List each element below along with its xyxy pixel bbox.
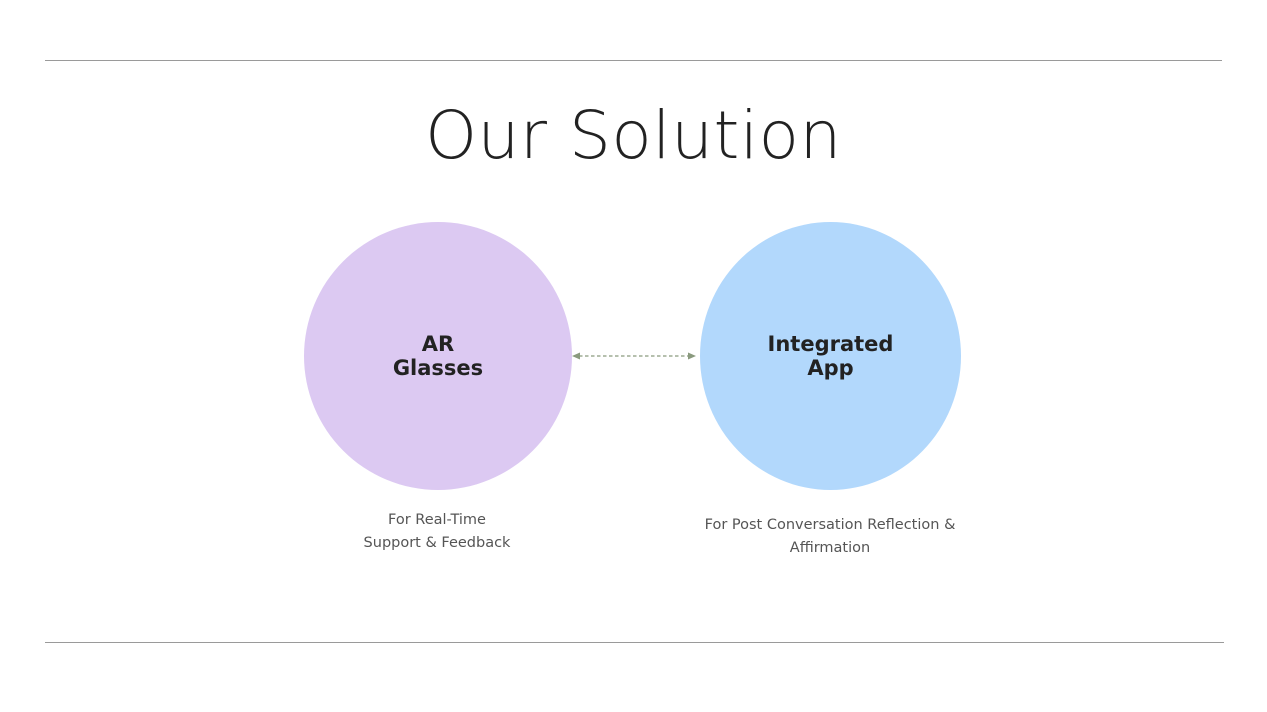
- ar-glasses-label-line-2: Glasses: [392, 356, 484, 380]
- integrated-app-caption-line-1: For Post Conversation Reflection &: [704, 517, 956, 533]
- ar-glasses-circle: AR Glasses: [304, 222, 572, 490]
- ar-glasses-label-line-1: AR: [421, 332, 455, 356]
- ar-glasses-caption: For Real-Time Support & Feedback: [312, 509, 562, 555]
- connector-left-arrowhead: [572, 352, 580, 360]
- ar-glasses-caption-line-1: For Real-Time: [388, 512, 486, 528]
- slide-title: Our Solution: [425, 97, 842, 174]
- integrated-app-label-line-2: App: [807, 356, 854, 380]
- ar-glasses-caption-line-2: Support & Feedback: [363, 535, 511, 551]
- ar-glasses-label: AR Glasses: [348, 332, 528, 380]
- integrated-app-label: Integrated App: [741, 332, 921, 380]
- connector-right-arrowhead: [688, 352, 696, 360]
- top-divider: [45, 60, 1222, 61]
- integrated-app-caption-line-2: Affirmation: [789, 540, 871, 556]
- integrated-app-label-line-1: Integrated: [767, 332, 894, 356]
- integrated-app-circle: Integrated App: [700, 222, 961, 490]
- integrated-app-caption: For Post Conversation Reflection & Affir…: [680, 514, 980, 560]
- bottom-divider: [45, 642, 1224, 643]
- bidirectional-dashed-arrow: [572, 352, 696, 360]
